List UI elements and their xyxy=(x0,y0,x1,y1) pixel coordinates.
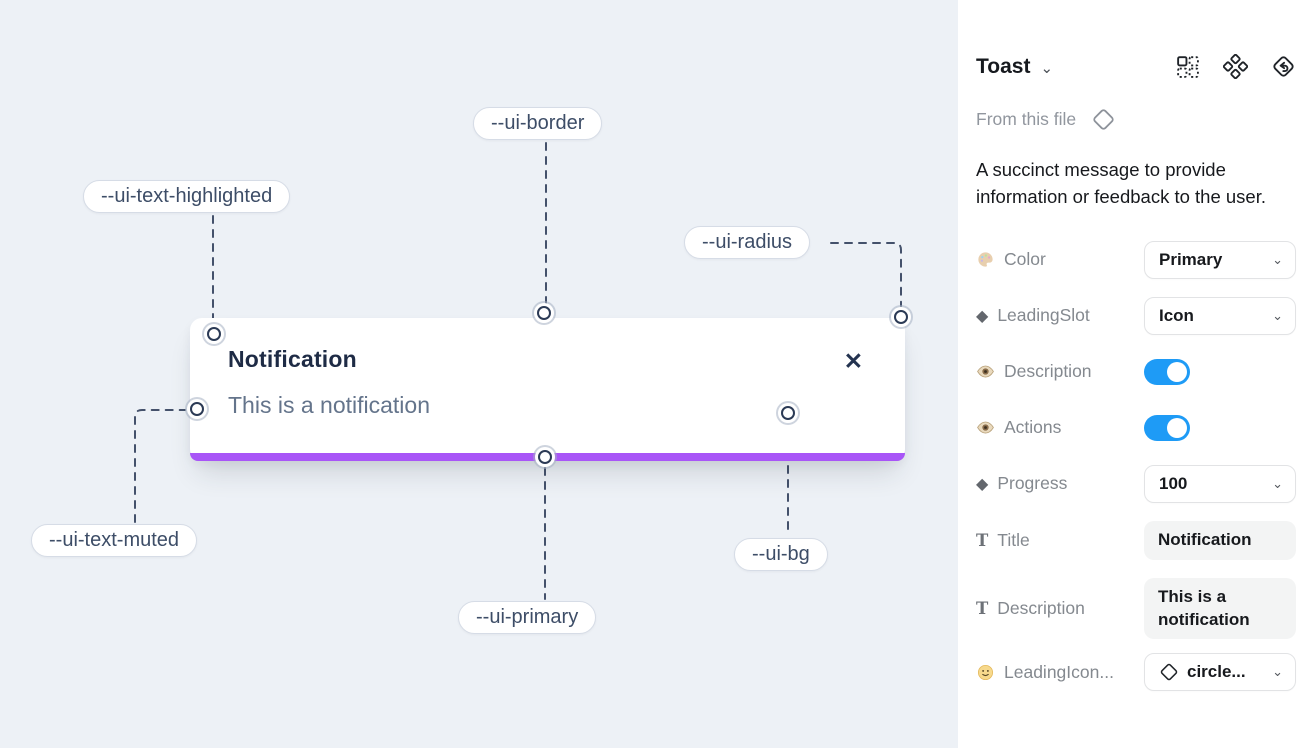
prop-row-actions-toggle: Actions xyxy=(976,409,1296,447)
prop-label-actions: Actions xyxy=(1004,417,1062,438)
token-pill-ui-border[interactable]: --ui-border xyxy=(473,107,603,140)
progress-select[interactable]: 100 ⌄ xyxy=(1144,464,1296,503)
anchor-dot-ui-radius[interactable] xyxy=(894,310,908,324)
source-row: From this file xyxy=(976,106,1296,133)
component-icon[interactable] xyxy=(1223,54,1248,79)
diamond-outline-icon xyxy=(1093,109,1114,130)
toast-component: Notification This is a notification ✕ xyxy=(190,318,905,461)
connector-ui-radius xyxy=(830,242,902,307)
token-pill-ui-radius[interactable]: --ui-radius xyxy=(684,226,811,259)
token-pill-ui-text-highlighted[interactable]: --ui-text-highlighted xyxy=(83,180,291,213)
component-name[interactable]: Toast xyxy=(976,54,1031,78)
token-pill-ui-primary[interactable]: --ui-primary xyxy=(458,601,597,634)
token-pill-ui-text-muted[interactable]: --ui-text-muted xyxy=(31,524,198,557)
prop-row-title: T Title Notification xyxy=(976,520,1296,560)
anchor-dot-ui-text-muted[interactable] xyxy=(190,402,204,416)
diamond-icon: ◆ xyxy=(976,307,989,325)
diamond-outline-icon xyxy=(1160,664,1178,681)
anchor-dot-ui-bg[interactable] xyxy=(781,406,795,420)
anchor-dot-ui-text-highlighted[interactable] xyxy=(207,327,221,341)
anchor-dot-ui-primary[interactable] xyxy=(538,450,552,464)
prop-row-description-toggle: Description xyxy=(976,353,1296,391)
toast-title: Notification xyxy=(228,346,357,372)
leadingicon-select[interactable]: circle... ⌄ xyxy=(1144,653,1296,692)
chevron-down-icon[interactable]: ⌄ xyxy=(1040,59,1054,77)
description-input[interactable]: This is a notification xyxy=(1144,577,1296,640)
prop-label-description-text: Description xyxy=(997,598,1085,618)
smiley-icon xyxy=(977,664,994,680)
swap-instance-icon[interactable] xyxy=(1175,54,1200,79)
connector-ui-text-muted xyxy=(134,409,186,523)
toggle-knob xyxy=(1167,417,1187,438)
prop-row-leadingicon: LeadingIcon... circle... ⌄ xyxy=(976,653,1296,692)
properties-panel: Toast ⌄ From this file xyxy=(958,0,1312,748)
panel-header: Toast ⌄ xyxy=(976,54,1296,79)
diamond-icon: ◆ xyxy=(976,475,989,493)
title-input[interactable]: Notification xyxy=(1144,520,1296,560)
prop-label-title: Title xyxy=(997,529,1030,550)
chevron-down-icon: ⌄ xyxy=(1272,475,1283,491)
component-description: A succinct message to provide informatio… xyxy=(976,159,1267,207)
prop-label-progress: Progress xyxy=(997,473,1068,494)
chevron-down-icon: ⌄ xyxy=(1272,664,1283,680)
prop-row-progress: ◆ Progress 100 ⌄ xyxy=(976,464,1296,503)
toggle-knob xyxy=(1167,361,1187,382)
anchor-dot-ui-border[interactable] xyxy=(537,306,551,320)
text-type-icon: T xyxy=(976,599,989,618)
description-toggle[interactable] xyxy=(1144,358,1190,385)
color-select[interactable]: Primary ⌄ xyxy=(1144,240,1296,279)
prop-label-color: Color xyxy=(1004,249,1046,270)
chevron-down-icon: ⌄ xyxy=(1272,251,1283,267)
eye-icon xyxy=(977,421,994,434)
prop-row-leadingslot: ◆ LeadingSlot Icon ⌄ xyxy=(976,296,1296,335)
chevron-down-icon: ⌄ xyxy=(1272,307,1283,323)
prop-row-description-text: T Description This is a notification xyxy=(976,577,1296,640)
close-icon[interactable]: ✕ xyxy=(843,348,863,374)
palette-icon xyxy=(978,252,993,267)
return-to-component-icon[interactable] xyxy=(1271,54,1296,79)
prop-label-leadingslot: LeadingSlot xyxy=(997,305,1090,326)
prop-label-description: Description xyxy=(1004,361,1092,382)
prop-row-color: Color Primary ⌄ xyxy=(976,240,1296,279)
prop-label-leadingicon: LeadingIcon... xyxy=(1004,661,1114,682)
token-pill-ui-bg[interactable]: --ui-bg xyxy=(734,538,828,571)
leadingslot-select[interactable]: Icon ⌄ xyxy=(1144,296,1296,335)
source-label: From this file xyxy=(976,109,1077,129)
preview-canvas: Notification This is a notification ✕ --… xyxy=(0,0,958,748)
toast-description: This is a notification xyxy=(228,392,430,418)
eye-icon xyxy=(977,365,994,378)
actions-toggle[interactable] xyxy=(1144,414,1190,441)
text-type-icon: T xyxy=(976,530,989,550)
property-list: Color Primary ⌄ ◆ LeadingSlot Icon xyxy=(976,240,1296,692)
